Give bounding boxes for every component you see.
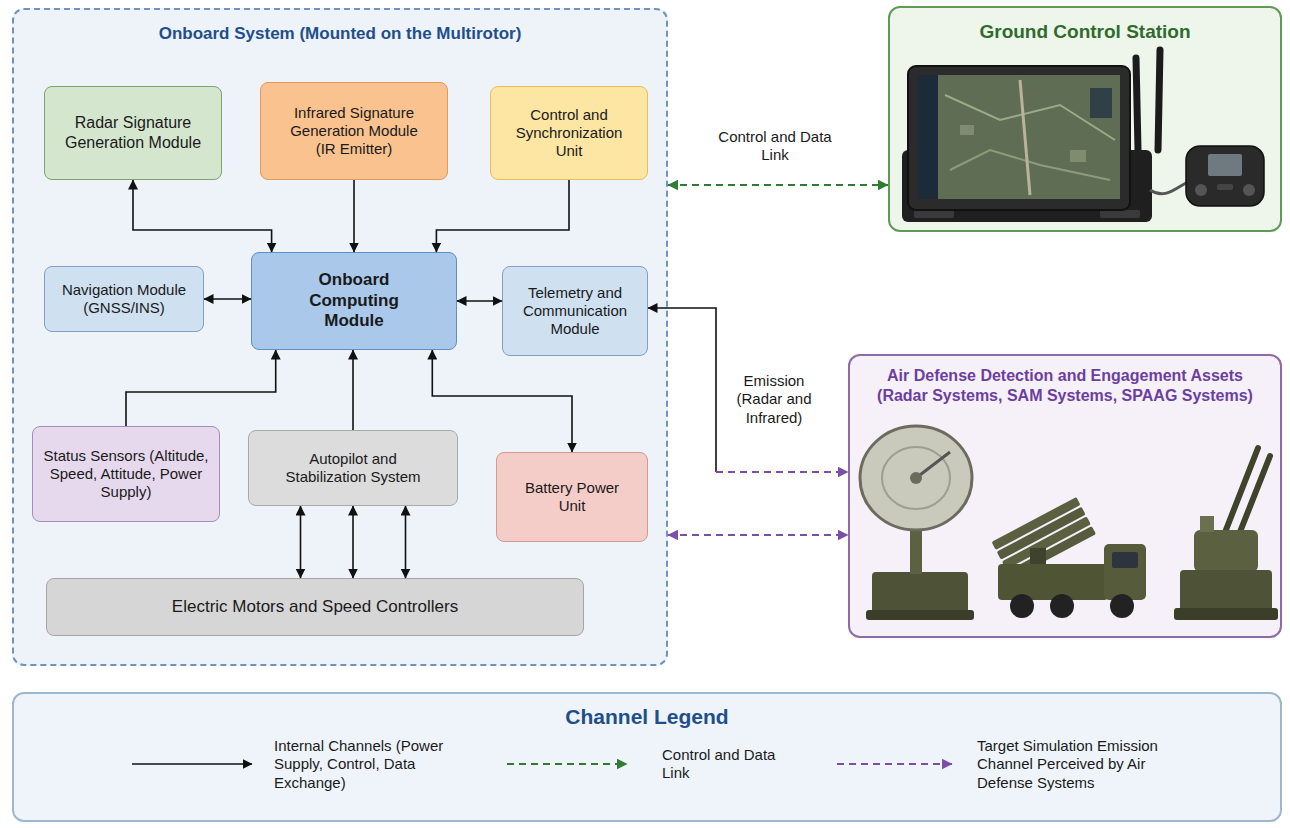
module-box: Navigation Module (GNSS/INS) <box>44 266 204 332</box>
connector-arrow <box>432 350 572 452</box>
edge-label: Emission (Radar and Infrared) <box>724 372 824 427</box>
module-box: Battery Power Unit <box>496 452 648 542</box>
assets-panel: Air Defense Detection and Engagement Ass… <box>848 354 1282 638</box>
station-panel: Ground Control Station <box>888 6 1282 232</box>
module-box: Control and Synchronization Unit <box>490 86 648 180</box>
box-label: Radar Signature Generation Module <box>53 113 213 152</box>
legend-line <box>132 763 252 765</box>
module-box: Telemetry and Communication Module <box>502 266 648 356</box>
edge-label: Control and Data Link <box>714 128 836 165</box>
connector-arrow <box>353 506 354 578</box>
module-box: Status Sensors (Altitude, Speed, Attitud… <box>32 426 220 522</box>
module-box: Radar Signature Generation Module <box>44 86 222 180</box>
module-bar: Electric Motors and Speed Controllers <box>46 578 584 636</box>
box-label: Infrared Signature Generation Module (IR… <box>279 104 429 159</box>
box-label: Status Sensors (Altitude, Speed, Attitud… <box>41 447 211 502</box>
computing-box: Onboard Computing Module <box>251 252 457 350</box>
connector-line <box>457 300 502 302</box>
connector-arrow <box>405 506 406 578</box>
legend-text: Control and Data Link <box>662 746 782 783</box>
connector-line <box>436 180 569 252</box>
connector-line <box>352 350 354 430</box>
connector-arrow <box>668 535 848 536</box>
connector-line <box>432 350 572 452</box>
module-box: Infrared Signature Generation Module (IR… <box>260 82 448 180</box>
connector-arrow <box>354 180 355 252</box>
panel-title: Air Defense Detection and Engagement Ass… <box>863 366 1268 405</box>
panel-title: Channel Legend <box>447 704 847 730</box>
panel-title: Ground Control Station <box>905 20 1265 43</box>
connector-arrow <box>300 506 301 578</box>
legend-panel: Channel LegendInternal Channels (Power S… <box>12 692 1282 822</box>
legend-text: Target Simulation Emission Channel Perce… <box>977 737 1182 792</box>
connector-arrow <box>133 180 272 252</box>
legend-line <box>507 763 627 765</box>
connector-arrow <box>204 299 251 300</box>
connector-line <box>353 180 355 252</box>
box-label: Autopilot and Stabilization System <box>268 450 438 487</box>
connector-arrow <box>353 350 354 430</box>
air-defense-illustration <box>860 426 1278 620</box>
system-boundary: Onboard System (Mounted on the Multiroto… <box>12 8 668 666</box>
box-label: Telemetry and Communication Module <box>515 284 635 339</box>
legend-line <box>837 763 952 765</box>
box-label: Control and Synchronization Unit <box>507 106 632 161</box>
connector-arrow <box>648 308 848 472</box>
connector-line <box>352 506 354 578</box>
connector-line <box>300 506 302 578</box>
ground-station-illustration <box>902 50 1264 222</box>
connector-line <box>716 471 848 473</box>
connector-line <box>133 180 272 252</box>
box-label: Navigation Module (GNSS/INS) <box>54 281 194 318</box>
connector-arrow <box>126 350 276 426</box>
legend-text: Internal Channels (Power Supply, Control… <box>274 737 464 792</box>
connector-arrow <box>457 301 502 302</box>
box-label: Electric Motors and Speed Controllers <box>172 597 458 618</box>
connector-line <box>668 534 848 536</box>
box-label: Onboard Computing Module <box>299 270 409 332</box>
box-label: Battery Power Unit <box>515 479 630 516</box>
panel-title: Onboard System (Mounted on the Multiroto… <box>40 24 640 45</box>
connector-arrow <box>436 180 569 252</box>
connector-line <box>648 308 716 472</box>
connector-line <box>126 350 276 426</box>
connector-line <box>204 298 251 300</box>
module-box: Autopilot and Stabilization System <box>248 430 458 506</box>
connector-line <box>405 506 407 578</box>
connector-arrow <box>668 185 888 186</box>
connector-line <box>668 184 888 186</box>
